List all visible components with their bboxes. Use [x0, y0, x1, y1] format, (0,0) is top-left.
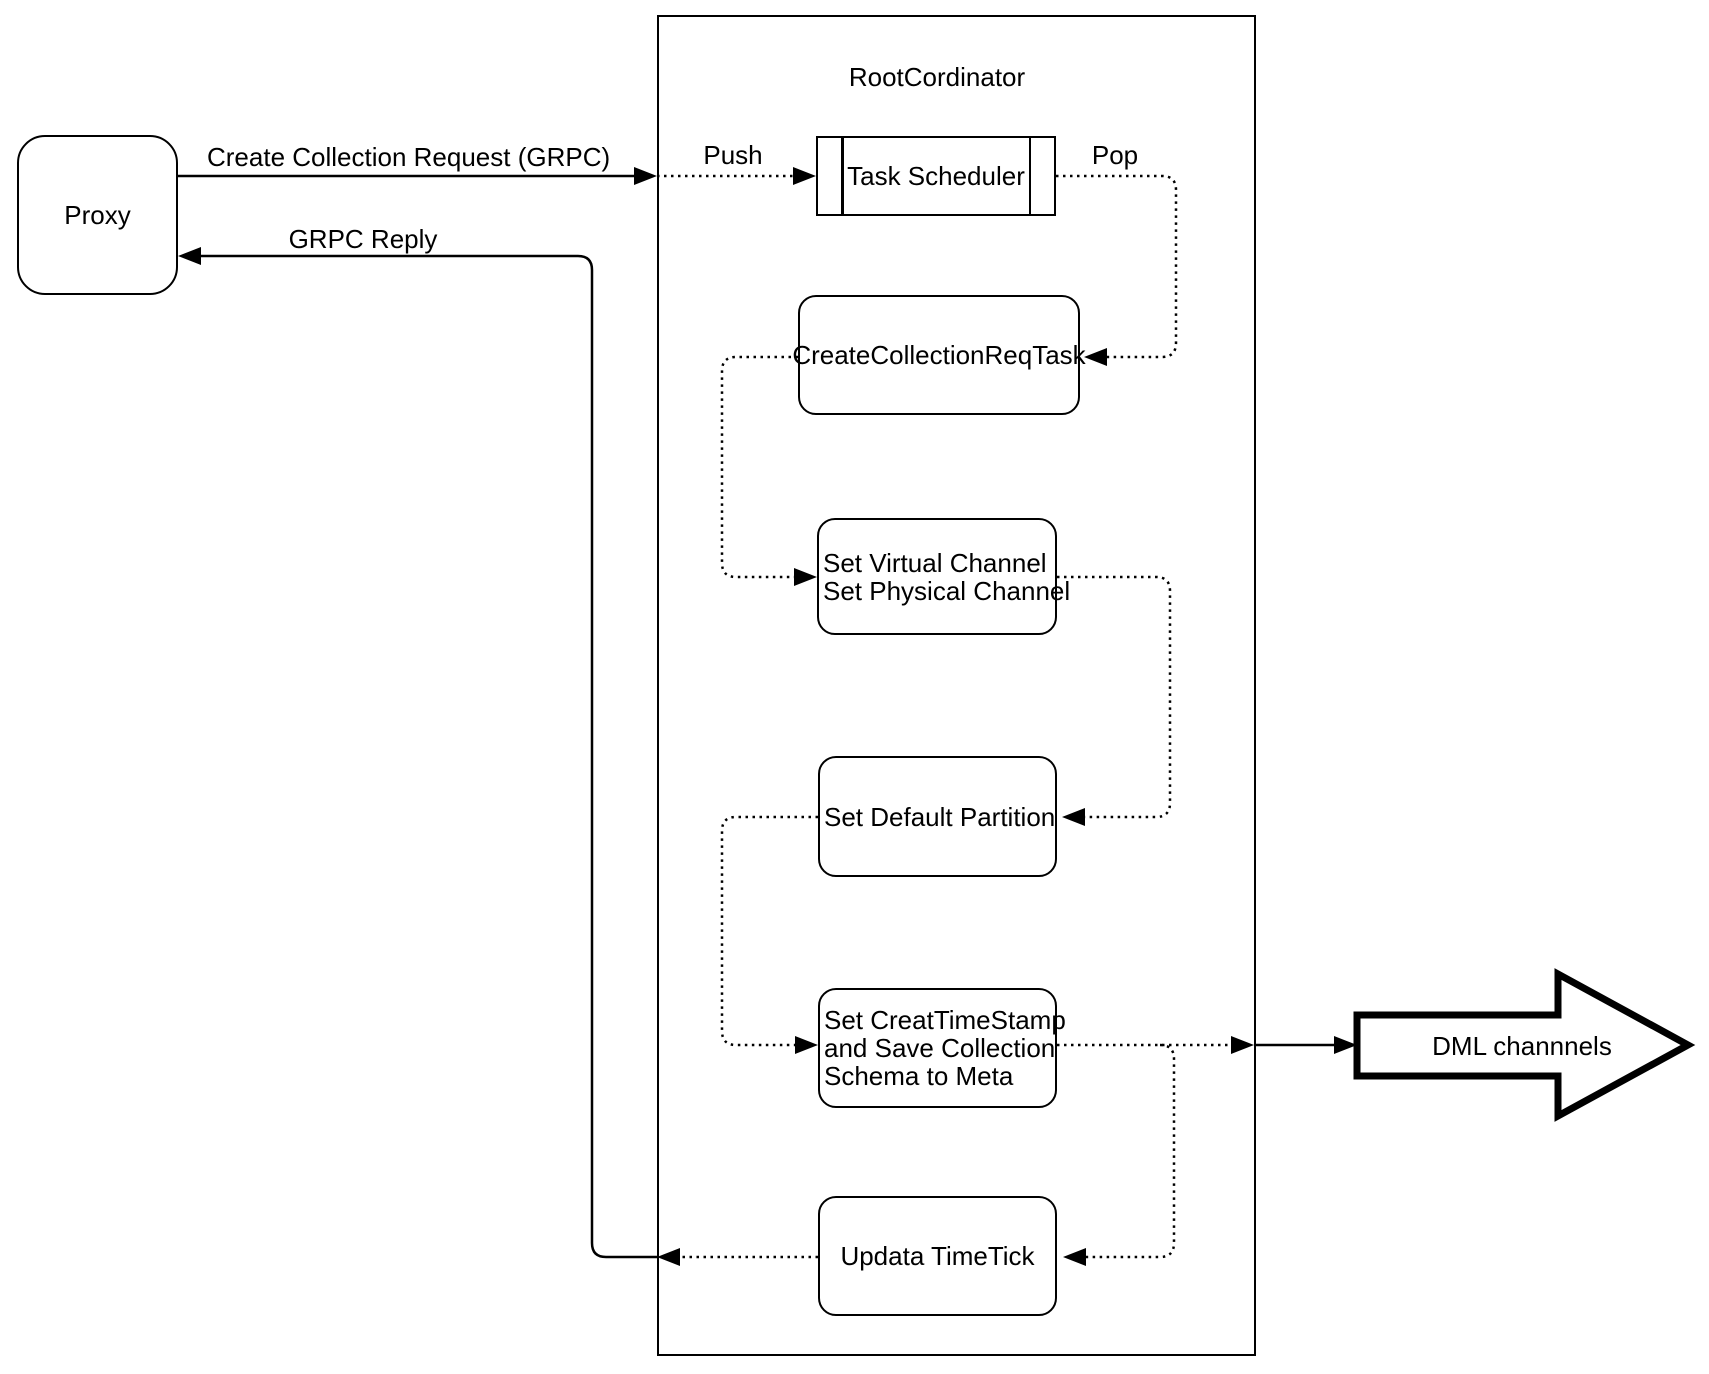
edge-reply-arrowhead	[178, 247, 201, 265]
edge-channels-to-partition-arrowhead	[1062, 808, 1085, 826]
node-set-timestamp: Set CreatTimeStamp and Save Collection S…	[818, 988, 1066, 1108]
node-set-channels: Set Virtual Channel Set Physical Channel	[817, 518, 1070, 635]
edge-timestamp-to-dml-arrowhead	[1231, 1036, 1254, 1054]
edge-channels-to-partition-line	[1057, 575, 1172, 819]
node-set-timestamp-line1: Set CreatTimeStamp	[824, 1005, 1066, 1035]
edge-timestamp-to-timetick-line	[1086, 1043, 1176, 1259]
root-coordinator-title: RootCordinator	[848, 62, 1026, 92]
root-coordinator-container	[657, 15, 1256, 1356]
node-set-timestamp-line2: and Save Collection	[824, 1033, 1056, 1063]
node-proxy: Proxy	[17, 135, 178, 295]
node-create-collection-req-task-label: CreateCollectionReqTask	[792, 340, 1086, 370]
node-set-timestamp-line3: Schema to Meta	[824, 1061, 1014, 1091]
task-scheduler-left-bar	[841, 138, 844, 214]
edge-request-label: Create Collection Request (GRPC)	[207, 142, 611, 172]
edge-reply-label: GRPC Reply	[288, 224, 438, 254]
edge-push-label: Push	[703, 140, 763, 170]
edge-timestamp-to-timetick-arrowhead	[1063, 1248, 1086, 1266]
dml-channels-label: DML channnels	[1432, 1031, 1612, 1061]
edge-pop-arrowhead	[1084, 348, 1107, 366]
node-set-default-partition-label: Set Default Partition	[824, 801, 1056, 832]
node-set-channels-line1: Set Virtual Channel	[823, 547, 1047, 578]
node-task-scheduler-label: Task Scheduler	[847, 161, 1025, 191]
dml-channels-arrow-shape	[1353, 968, 1696, 1122]
edge-reply-line	[201, 254, 657, 1259]
edge-dml-connector-arrowhead	[1334, 1036, 1357, 1054]
edge-partition-to-timestamp-line	[720, 815, 818, 1047]
edge-ccrt-to-channels-line	[720, 355, 798, 579]
node-proxy-label: Proxy	[64, 200, 131, 230]
edge-ccrt-to-channels-arrowhead	[794, 568, 817, 586]
task-scheduler-right-bar	[1028, 138, 1031, 214]
node-create-collection-req-task: CreateCollectionReqTask	[792, 295, 1086, 415]
edge-request-arrowhead	[634, 167, 657, 185]
edge-timetick-out-arrowhead	[657, 1248, 680, 1266]
edge-partition-to-timestamp-arrowhead	[795, 1036, 818, 1054]
node-set-default-partition: Set Default Partition	[818, 756, 1057, 877]
node-task-scheduler: Task Scheduler	[816, 136, 1056, 216]
node-update-timetick-label: Updata TimeTick	[840, 1241, 1035, 1271]
edge-pop-label: Pop	[1091, 140, 1139, 170]
edge-push-arrowhead	[793, 167, 816, 185]
node-update-timetick: Updata TimeTick	[818, 1196, 1057, 1316]
edge-pop-line	[1056, 174, 1178, 359]
node-set-channels-line2: Set Physical Channel	[823, 575, 1071, 606]
